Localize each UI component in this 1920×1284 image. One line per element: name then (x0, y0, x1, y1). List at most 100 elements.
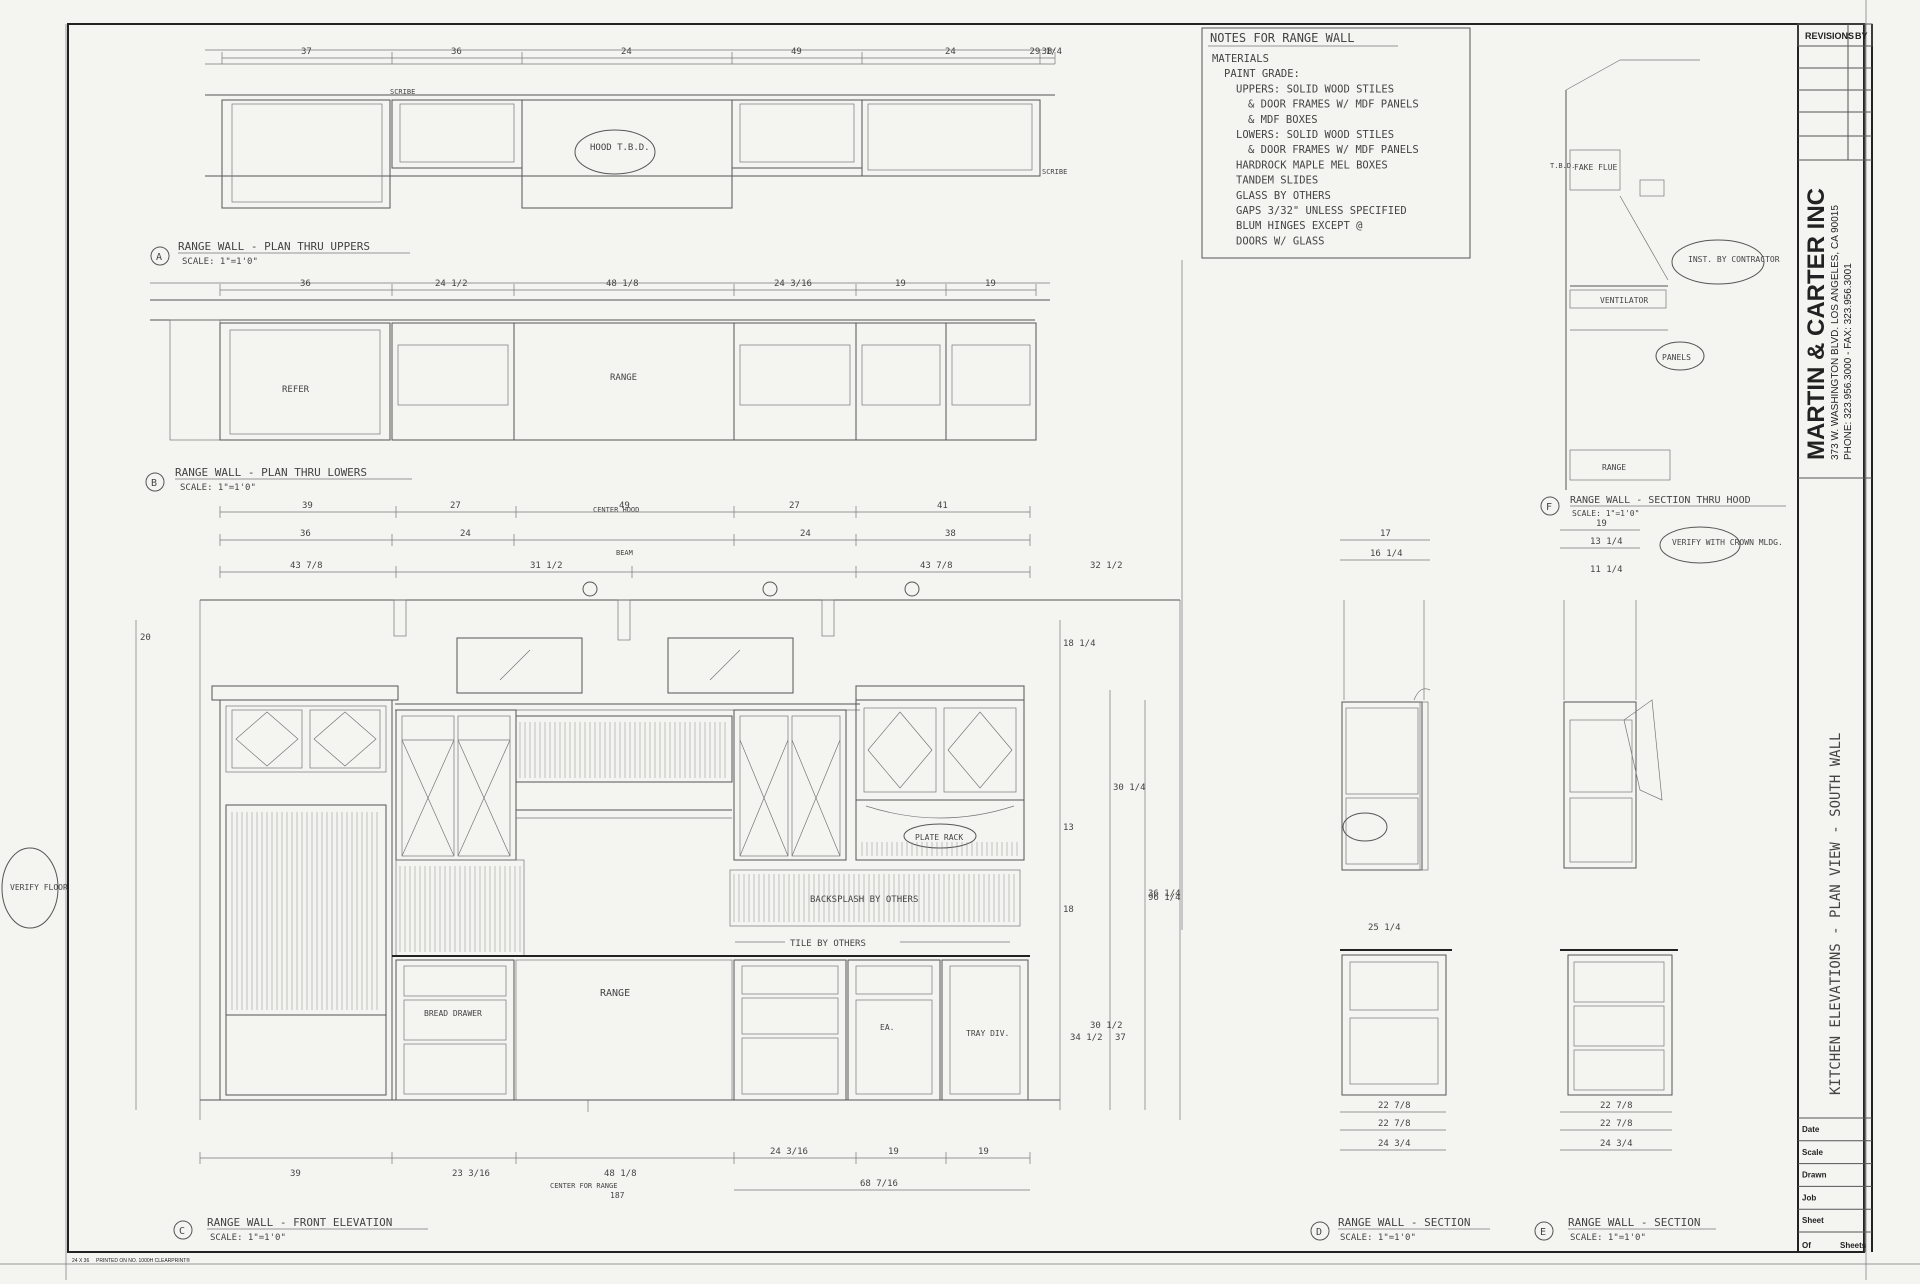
note-line: TANDEM SLIDES (1236, 175, 1318, 187)
view-e-bubble (1534, 1221, 1554, 1241)
beam-note: BEAM (616, 549, 633, 557)
note-line: & MDF BOXES (1248, 114, 1318, 126)
company-name: MARTIN & CARTER INC (1803, 188, 1830, 460)
view-f-hood-section: FAKE FLUE VENTILATOR INST. BY CONTRACTOR… (1540, 59, 1786, 518)
view-f-scale: SCALE: 1"=1'0" (1572, 509, 1639, 518)
right-beadboard (861, 842, 1018, 856)
dim-label: 13 (1063, 823, 1074, 833)
dim-label: 68 7/16 (860, 1179, 898, 1189)
view-d-title: RANGE WALL - SECTION (1338, 1216, 1470, 1229)
install-contractor-cloud (1671, 239, 1765, 285)
dim-label: 25 1/4 (1368, 923, 1401, 933)
dim-label: 18 1/4 (1063, 639, 1096, 649)
hood-label: HOOD T.B.D. (590, 143, 650, 153)
footer-size: 24 X 36 (72, 1258, 89, 1264)
dim-label: 27 (789, 501, 800, 511)
footer-printed: PRINTED ON NO. 1000H CLEARPRINT® (96, 1257, 190, 1264)
dim-label: 37 (1115, 1033, 1126, 1043)
dim-label: 39 (302, 501, 313, 511)
dim-label: 49 (791, 47, 802, 57)
dim-label: 29 1/4 (1030, 47, 1063, 57)
view-e-scale: SCALE: 1"=1'0" (1570, 1233, 1646, 1243)
dim-label: 30 1/2 (1090, 1021, 1123, 1031)
dim-label: 48 1/8 (604, 1169, 637, 1179)
view-f-bubble (1540, 496, 1560, 516)
dim-label: 48 1/8 (606, 279, 639, 289)
dim-label: 16 1/4 (1370, 549, 1403, 559)
dim-label: 22 7/8 (1600, 1101, 1633, 1111)
tray-div-label: TRAY DIV. (966, 1029, 1009, 1038)
dim-label: 24 3/16 (774, 279, 812, 289)
dim-label: 24 1/2 (435, 279, 468, 289)
dim-label: 32 1/2 (1090, 561, 1123, 571)
dim-label: 24 (621, 47, 632, 57)
dim-label: 24 3/16 (770, 1147, 808, 1157)
dim-label: 38 (945, 529, 956, 539)
ea-label: EA. (880, 1023, 894, 1032)
view-a-bubble (150, 246, 170, 266)
company-phone: PHONE: 323.956.3000 - FAX: 323.956.3001 (1843, 263, 1854, 460)
dim-label: 24 (945, 47, 956, 57)
center-hood-note: CENTER HOOD (593, 506, 639, 514)
mid-beadboard (519, 722, 726, 778)
note-line: MATERIALS (1212, 53, 1269, 65)
view-f-letter: F (1546, 502, 1552, 513)
dim-label: 36 (300, 529, 311, 539)
range-label-f: RANGE (1602, 463, 1626, 472)
note-line: GLASS BY OTHERS (1236, 190, 1331, 202)
view-c-bubble (173, 1220, 193, 1240)
note-line: GAPS 3/32" UNLESS SPECIFIED (1236, 205, 1407, 217)
view-d-scale: SCALE: 1"=1'0" (1340, 1233, 1416, 1243)
dim-label: 24 3/4 (1600, 1139, 1633, 1149)
title-block: REVISIONS BY MARTIN & CARTER INC 373 W. … (1797, 23, 1873, 1253)
dim-label: 24 (800, 529, 811, 539)
dim-label: 19 (895, 279, 906, 289)
sheets-label: Sheets (1840, 1241, 1867, 1250)
plate-rack-cloud (903, 823, 977, 849)
note-line: LOWERS: SOLID WOOD STILES (1236, 129, 1394, 141)
dim-label: 43 7/8 (920, 561, 953, 571)
backsplash-note: BACKSPLASH BY OTHERS (810, 895, 918, 905)
view-b-scale: SCALE: 1"=1'0" (180, 483, 256, 493)
dim-label: 23 3/16 (452, 1169, 490, 1179)
dim-label: 30 1/4 (1113, 783, 1146, 793)
view-e-title: RANGE WALL - SECTION (1568, 1216, 1700, 1229)
dim-label: 36 (451, 47, 462, 57)
right-backsplash-beadboard (733, 874, 1015, 922)
title-row-label: Date (1802, 1125, 1820, 1134)
verify-crown-cloud (1659, 526, 1741, 564)
left-backsplash-beadboard (399, 866, 521, 952)
scribe-note-a: SCRIBE (390, 88, 415, 96)
by-header: BY (1855, 31, 1868, 41)
title-row-label: Job (1802, 1193, 1816, 1202)
note-line: BLUM HINGES EXCEPT @ (1236, 220, 1363, 232)
dim-label: 39 (290, 1169, 301, 1179)
dim-label: 19 (1596, 519, 1607, 529)
dim-label: 187 (610, 1191, 625, 1200)
fake-flue-label: FAKE FLUE (1574, 163, 1618, 172)
note-line: PAINT GRADE: (1224, 68, 1300, 80)
view-c-title: RANGE WALL - FRONT ELEVATION (207, 1216, 392, 1229)
view-b-letter: B (151, 478, 157, 489)
dim-label: 38 (1042, 47, 1053, 57)
center-range-note: CENTER FOR RANGE (550, 1182, 617, 1190)
view-d-bubble (1310, 1221, 1330, 1241)
notes-frame (1201, 27, 1471, 259)
dim-label: 20 (140, 633, 151, 643)
verify-floor-cloud (1, 847, 59, 929)
dim-label: 27 (450, 501, 461, 511)
view-a-title: RANGE WALL - PLAN THRU UPPERS (178, 240, 370, 253)
